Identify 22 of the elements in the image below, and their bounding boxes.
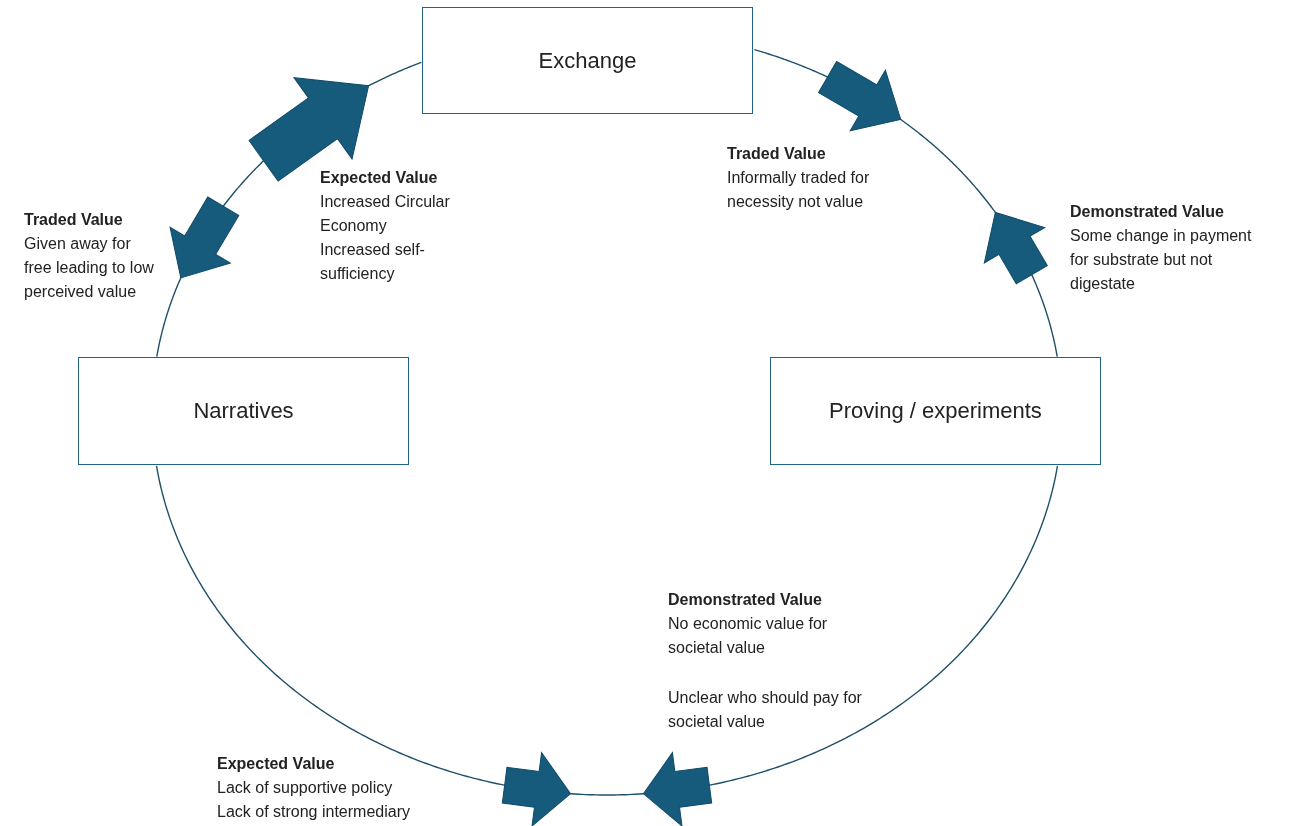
value-note: Increased self-sufficiency [320, 240, 426, 284]
value-heading: Expected Value [320, 168, 439, 188]
cycle-arc [155, 465, 1059, 796]
stage-label: Exchange [538, 47, 637, 74]
value-note: Unclear who should pay for societal value [668, 688, 863, 732]
value-heading: Expected Value [217, 754, 336, 774]
value-note: Increased Circular Economy [320, 192, 451, 236]
value-note: Informally traded for necessity not value [727, 168, 871, 212]
stage-label: Narratives [193, 398, 294, 424]
value-heading: Demonstrated Value [668, 590, 823, 610]
stage-box [422, 7, 753, 114]
stage-box [770, 357, 1101, 465]
value-note: Lack of strong intermediary [217, 802, 411, 822]
value-note: Given away for free leading to low perceived value [24, 234, 155, 302]
value-heading: Demonstrated Value [1070, 202, 1225, 222]
value-note: Some change in payment for substrate but not digestate [1070, 226, 1253, 294]
value-note: Lack of supportive policy [217, 778, 394, 798]
value-note: No economic value for societal value [668, 614, 829, 658]
stage-box [78, 357, 409, 465]
stage-label: Proving / experiments [829, 398, 1042, 424]
value-heading: Traded Value [24, 210, 124, 230]
value-heading: Traded Value [727, 144, 827, 164]
